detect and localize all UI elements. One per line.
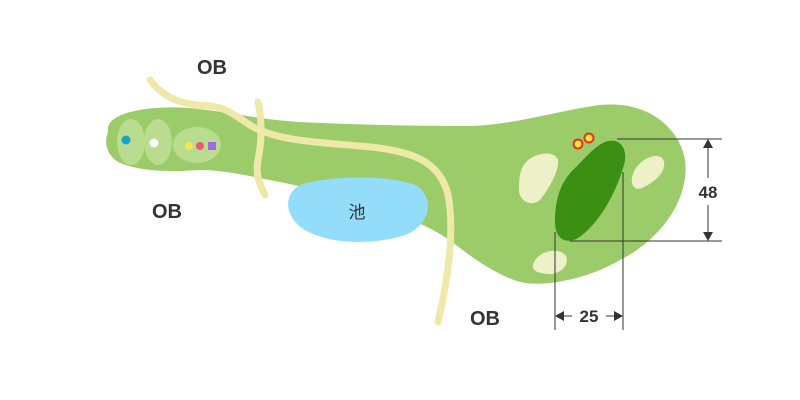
pond-label: 池 <box>349 203 366 223</box>
bunker-front-of-green <box>532 250 567 275</box>
green-width-label: 25 <box>580 307 599 326</box>
purple-tee-marker <box>208 142 216 150</box>
depth-arrowhead-bottom <box>703 232 713 241</box>
ob-label-bottom: OB <box>470 308 500 330</box>
pin-marker-1 <box>572 138 584 150</box>
ob-label-left: OB <box>152 201 182 223</box>
pin-marker-2 <box>583 132 595 144</box>
green <box>555 140 626 241</box>
width-arrowhead-left <box>555 311 564 321</box>
bunker-left-of-green <box>518 153 559 204</box>
tee-box-back <box>117 119 145 165</box>
red-tee-marker <box>196 142 204 150</box>
width-arrowhead-right <box>614 311 623 321</box>
cart-path-main <box>146 76 455 326</box>
cart-path-cross <box>253 98 269 199</box>
pond <box>288 177 428 242</box>
yellow-tee-marker <box>185 142 193 150</box>
ob-label-top: OB <box>197 57 227 79</box>
white-tee-marker <box>149 138 159 148</box>
blue-tee-marker <box>121 135 131 145</box>
bunker-right-of-green <box>631 156 665 189</box>
depth-arrowhead-top <box>703 139 713 148</box>
green-depth-label: 48 <box>699 183 718 202</box>
